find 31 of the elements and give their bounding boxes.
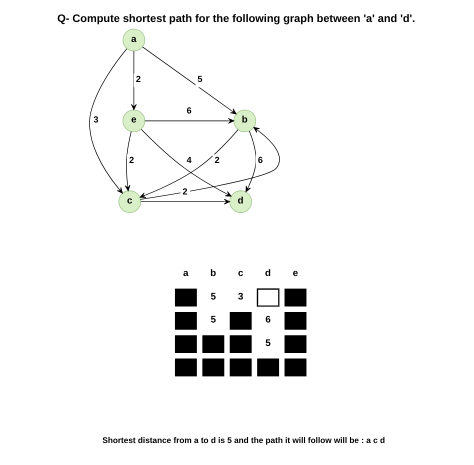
edge-label: 3 bbox=[93, 114, 98, 125]
label: d bbox=[265, 268, 271, 280]
label: e bbox=[292, 268, 298, 280]
edge-label: 2 bbox=[136, 74, 141, 84]
label: 5 bbox=[210, 314, 216, 326]
edge-label: 2 bbox=[182, 186, 188, 196]
node-circle: c bbox=[118, 190, 142, 213]
arrow bbox=[124, 131, 132, 192]
edge-label: 4 bbox=[186, 154, 192, 165]
node-circle: b bbox=[234, 110, 256, 132]
label: 6 bbox=[265, 314, 271, 326]
arrow bbox=[140, 198, 230, 204]
node-circle: a bbox=[122, 28, 146, 52]
label: c bbox=[238, 268, 244, 280]
edge-label: 2 bbox=[214, 154, 220, 165]
label: 5 bbox=[265, 338, 271, 349]
edge-label: 6 bbox=[186, 106, 192, 116]
edge-label: 6 bbox=[258, 154, 263, 165]
edge-label: 5 bbox=[198, 74, 203, 84]
arrow bbox=[131, 50, 137, 110]
arrow bbox=[144, 118, 234, 124]
arrow bbox=[246, 130, 256, 192]
label: 5 bbox=[210, 291, 216, 302]
edge-label: 2 bbox=[129, 154, 134, 165]
arrow bbox=[142, 46, 236, 114]
node-circle: e bbox=[122, 110, 146, 132]
node-circle: d bbox=[229, 190, 252, 213]
label: b bbox=[210, 268, 216, 280]
diagram-title: Q- Compute shortest path for the following graph between 'a' and 'd'. bbox=[57, 13, 416, 26]
label: 3 bbox=[238, 291, 244, 302]
label: a bbox=[183, 268, 189, 280]
